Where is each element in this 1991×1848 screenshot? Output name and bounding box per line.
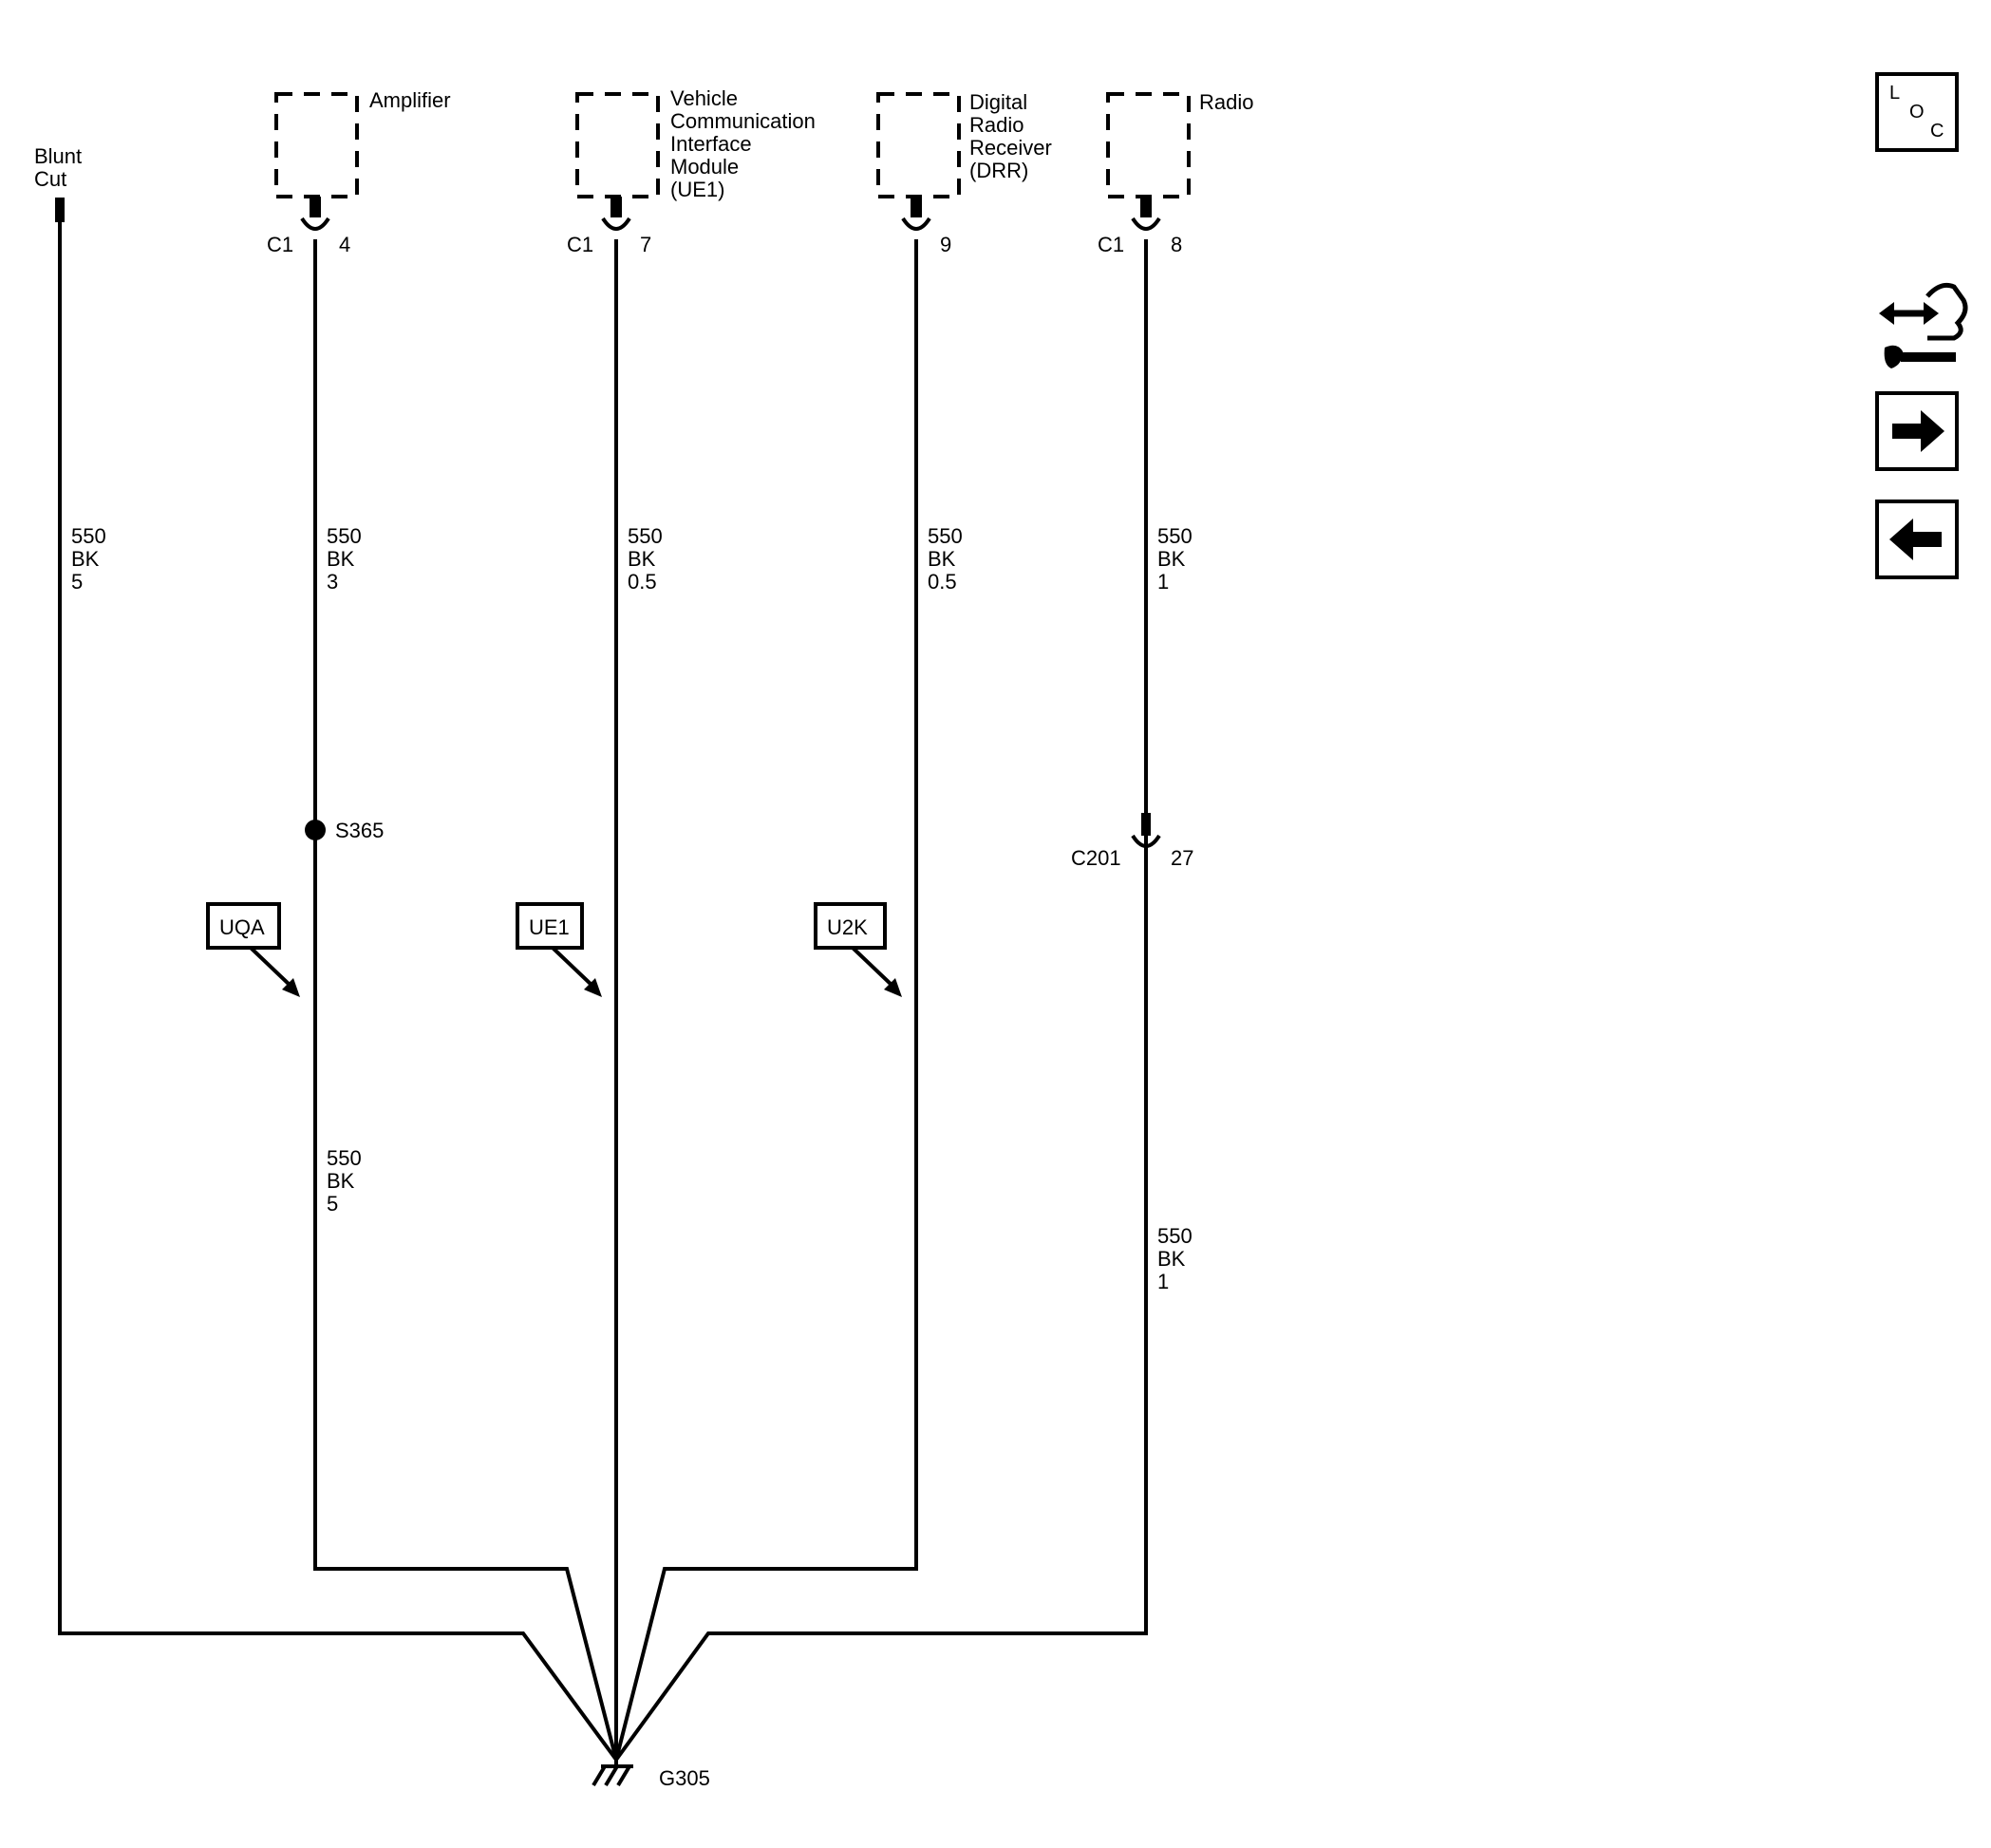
radio-component: Radio	[1106, 90, 1253, 198]
drr-label-1: Digital	[969, 90, 1027, 114]
wire-radio-lower	[614, 836, 1148, 1762]
wire-label-blunt-color: BK	[71, 547, 100, 571]
vcim-label-3: Interface	[670, 132, 752, 156]
wire-label-amp-upper-color: BK	[327, 547, 355, 571]
next-page-button[interactable]	[1875, 391, 1959, 471]
wire-label-amp-upper-size: 3	[327, 570, 338, 594]
wire-label-radio-upper-circuit: 550	[1157, 524, 1193, 548]
wire-label-vcim-size: 0.5	[628, 570, 657, 594]
loc-letter-o: O	[1909, 102, 1925, 123]
wire-label-amp-upper: 550 BK 3	[327, 524, 362, 594]
inline-connector-pin: 27	[1171, 846, 1193, 870]
drr-label-2: Radio	[969, 113, 1024, 137]
wire-label-amp-lower-circuit: 550	[327, 1146, 362, 1170]
drr-component: Digital Radio Receiver (DRR)	[876, 90, 1052, 198]
wire-label-vcim: 550 BK 0.5	[628, 524, 663, 594]
wire-label-blunt: 550 BK 5	[71, 524, 106, 594]
option-tag-uqa-label: UQA	[219, 915, 265, 939]
wire-label-radio-upper: 550 BK 1	[1157, 524, 1193, 594]
amplifier-label: Amplifier	[369, 88, 451, 112]
blunt-cut-label-1: Blunt	[34, 144, 82, 168]
wire-label-drr-circuit: 550	[928, 524, 963, 548]
amplifier-component: Amplifier	[274, 88, 451, 198]
component-connector-icon[interactable]	[1879, 282, 1968, 368]
wire-label-drr: 550 BK 0.5	[928, 524, 963, 594]
amplifier-pin: 4	[339, 233, 350, 256]
loc-button[interactable]: L O C	[1875, 72, 1959, 152]
vcim-connector: C1 7	[567, 197, 651, 256]
wire-blunt-cut	[58, 222, 618, 1762]
splice-s365	[305, 820, 326, 840]
wire-label-amp-upper-circuit: 550	[327, 524, 362, 548]
option-tag-ue1: UE1	[516, 902, 602, 997]
loc-letter-l: L	[1889, 83, 1900, 104]
wire-label-blunt-circuit: 550	[71, 524, 106, 548]
wire-label-radio-lower: 550 BK 1	[1157, 1224, 1193, 1293]
option-tag-uqa: UQA	[206, 902, 300, 997]
drr-pin: 9	[940, 233, 951, 256]
wire-label-radio-lower-circuit: 550	[1157, 1224, 1193, 1248]
amplifier-connector-label: C1	[267, 233, 293, 256]
inline-connector-c201: C201 27	[1071, 813, 1193, 870]
ground-label: G305	[659, 1766, 710, 1790]
blunt-cut-label-2: Cut	[34, 167, 66, 191]
vcim-pin: 7	[640, 233, 651, 256]
wire-label-radio-upper-size: 1	[1157, 570, 1169, 594]
wire-label-vcim-circuit: 550	[628, 524, 663, 548]
wire-label-vcim-color: BK	[628, 547, 656, 571]
vcim-label-1: Vehicle	[670, 86, 738, 110]
loc-letter-c: C	[1930, 121, 1944, 141]
drr-label-4: (DRR)	[969, 159, 1028, 182]
amplifier-connector: C1 4	[267, 197, 350, 256]
arrow-right-icon	[1892, 410, 1944, 452]
wire-amplifier	[313, 239, 618, 1761]
radio-connector: C1 8	[1098, 197, 1182, 256]
vcim-connector-label: C1	[567, 233, 593, 256]
drr-label-3: Receiver	[969, 136, 1052, 160]
wire-label-drr-size: 0.5	[928, 570, 957, 594]
wire-label-drr-color: BK	[928, 547, 956, 571]
vcim-label-4: Module	[670, 155, 739, 179]
vcim-component: Vehicle Communication Interface Module (…	[575, 86, 816, 201]
arrow-left-icon	[1889, 519, 1942, 560]
radio-label: Radio	[1199, 90, 1253, 114]
wire-label-amp-lower-color: BK	[327, 1169, 355, 1193]
wire-label-amp-lower: 550 BK 5	[327, 1146, 362, 1216]
drr-connector: 9	[901, 197, 951, 256]
blunt-cut-terminal	[55, 198, 65, 222]
vcim-label-2: Communication	[670, 109, 816, 133]
previous-page-button[interactable]	[1875, 500, 1959, 579]
wire-label-radio-lower-color: BK	[1157, 1247, 1186, 1271]
ground-symbol	[592, 1760, 633, 1787]
splice-label: S365	[335, 819, 384, 842]
radio-pin: 8	[1171, 233, 1182, 256]
option-tag-ue1-label: UE1	[529, 915, 570, 939]
wire-drr	[614, 239, 918, 1761]
option-tag-u2k-label: U2K	[827, 915, 868, 939]
wire-label-blunt-size: 5	[71, 570, 83, 594]
option-tag-u2k: U2K	[814, 902, 902, 997]
radio-connector-label: C1	[1098, 233, 1124, 256]
vcim-label-5: (UE1)	[670, 178, 724, 201]
wire-label-radio-lower-size: 1	[1157, 1270, 1169, 1293]
inline-connector-label: C201	[1071, 846, 1121, 870]
wire-label-amp-lower-size: 5	[327, 1192, 338, 1216]
wire-label-radio-upper-color: BK	[1157, 547, 1186, 571]
